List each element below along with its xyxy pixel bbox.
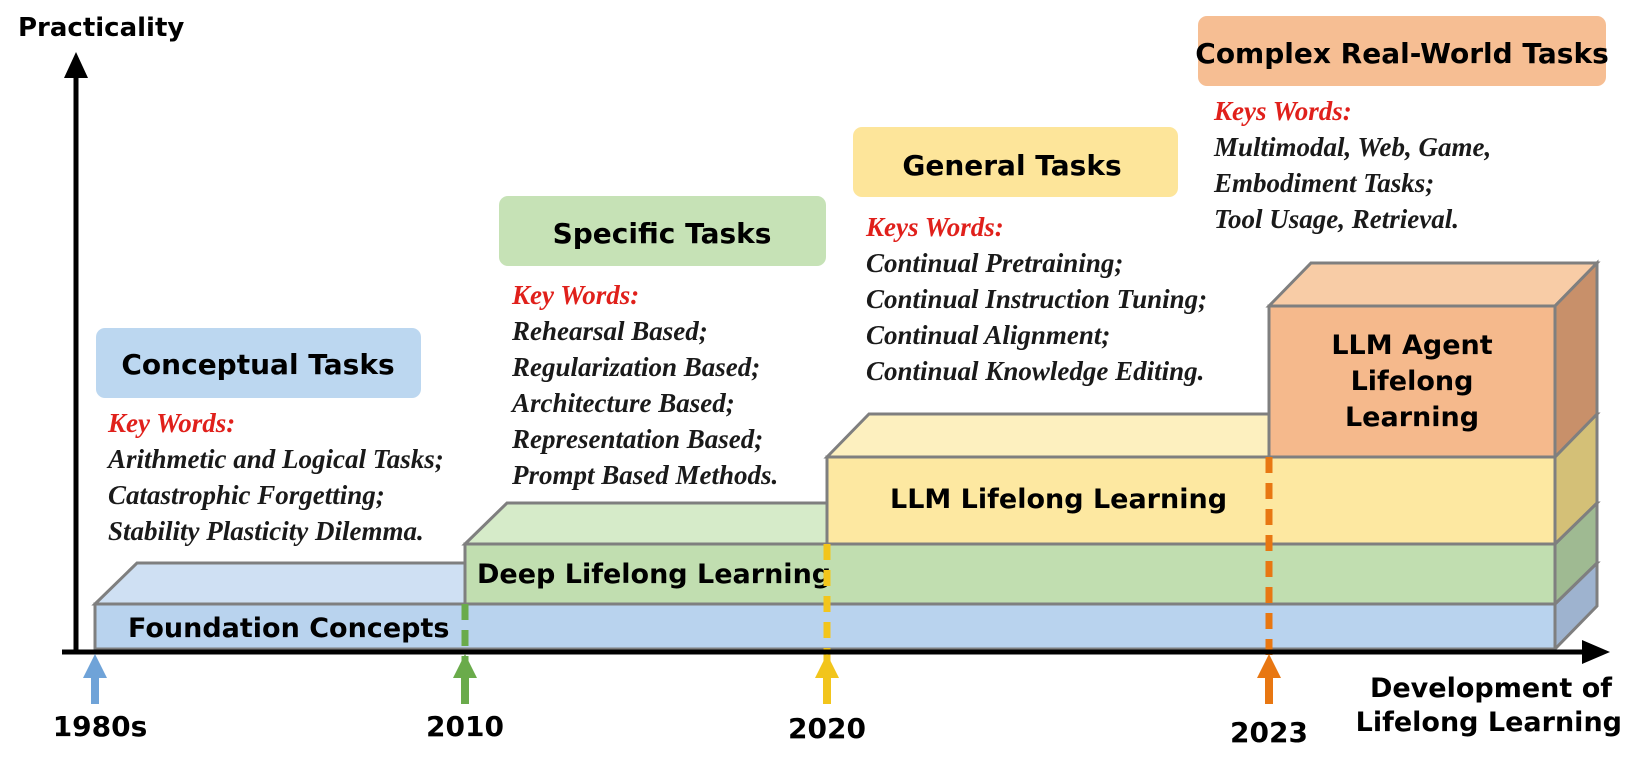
stage-front-face: [825, 455, 1557, 546]
keywords-label: Key Words:: [107, 408, 235, 438]
y-axis-arrowhead: [64, 52, 88, 78]
stage-label-llm-lifelong-learning: LLM Lifelong Learning: [890, 484, 1227, 515]
keyword-item: Stability Plasticity Dilemma.: [108, 516, 424, 546]
keyword-item: Continual Pretraining;: [866, 248, 1123, 278]
keyword-item: Embodiment Tasks;: [1213, 168, 1434, 198]
keyword-item: Catastrophic Forgetting;: [108, 480, 385, 510]
x-axis-label-line1: Development of: [1370, 673, 1612, 704]
year-label-1980s: 1980s: [53, 710, 148, 743]
keyword-item: Prompt Based Methods.: [511, 460, 778, 490]
stage-label-llm-agent-line2: Lifelong: [1351, 366, 1474, 397]
task-title-box: [853, 127, 1178, 197]
year-label-2020: 2020: [788, 712, 866, 745]
stage-label-deep-lifelong-learning: Deep Lifelong Learning: [477, 559, 831, 590]
milestone-arrow-2023: [1257, 654, 1281, 704]
keyword-item: Multimodal, Web, Game,: [1213, 132, 1491, 162]
keyword-item: Arithmetic and Logical Tasks;: [106, 444, 444, 474]
keywords-label: Keys Words:: [865, 212, 1004, 242]
keywords-label: Keys Words:: [1213, 96, 1352, 126]
stage-label-foundation-concepts: Foundation Concepts: [128, 613, 449, 644]
keyword-item: Architecture Based;: [510, 388, 735, 418]
keyword-item: Continual Alignment;: [866, 320, 1110, 350]
keyword-item: Continual Instruction Tuning;: [866, 284, 1207, 314]
task-title: Specific Tasks: [553, 217, 772, 250]
stage-label-llm-agent-line1: LLM Agent: [1331, 330, 1492, 361]
task-title: Conceptual Tasks: [121, 348, 394, 381]
keyword-item: Representation Based;: [511, 424, 763, 454]
x-axis-arrowhead: [1582, 640, 1610, 664]
milestone-arrow-2020: [815, 654, 839, 704]
milestone-arrow-1980s: [83, 654, 107, 704]
task-title: General Tasks: [902, 149, 1121, 182]
keyword-item: Tool Usage, Retrieval.: [1214, 204, 1459, 234]
year-label-2023: 2023: [1230, 716, 1308, 749]
task-panel-general: General Tasks Keys Words: Continual Pret…: [853, 127, 1207, 386]
task-title-box: [96, 328, 421, 398]
keyword-item: Continual Knowledge Editing.: [866, 356, 1204, 386]
year-label-2010: 2010: [426, 710, 504, 743]
task-title-box: [1198, 16, 1606, 86]
stage-llm-lifelong-learning: [823, 410, 1601, 548]
keyword-item: Rehearsal Based;: [511, 316, 708, 346]
stage-front-face: [463, 542, 1557, 606]
task-panel-conceptual: Conceptual Tasks Key Words: Arithmetic a…: [96, 328, 444, 546]
stage-label-llm-agent-line3: Learning: [1345, 402, 1479, 433]
task-title-box: [499, 196, 826, 266]
stage-top-face: [1265, 261, 1601, 308]
x-axis-label-line2: Lifelong Learning: [1356, 707, 1622, 738]
keywords-label: Key Words:: [511, 280, 639, 310]
keyword-item: Regularization Based;: [511, 352, 760, 382]
task-title: Complex Real-World Tasks: [1195, 37, 1608, 70]
task-panel-complex-real-world: Complex Real-World Tasks Keys Words: Mul…: [1195, 16, 1609, 234]
stage-llm-agent-lifelong-learning: [1265, 259, 1601, 461]
task-panel-specific: Specific Tasks Key Words: Rehearsal Base…: [499, 196, 826, 490]
y-axis-label: Practicality: [18, 13, 184, 43]
stage-front-face: [1267, 304, 1557, 459]
milestone-arrow-2010: [453, 654, 477, 704]
